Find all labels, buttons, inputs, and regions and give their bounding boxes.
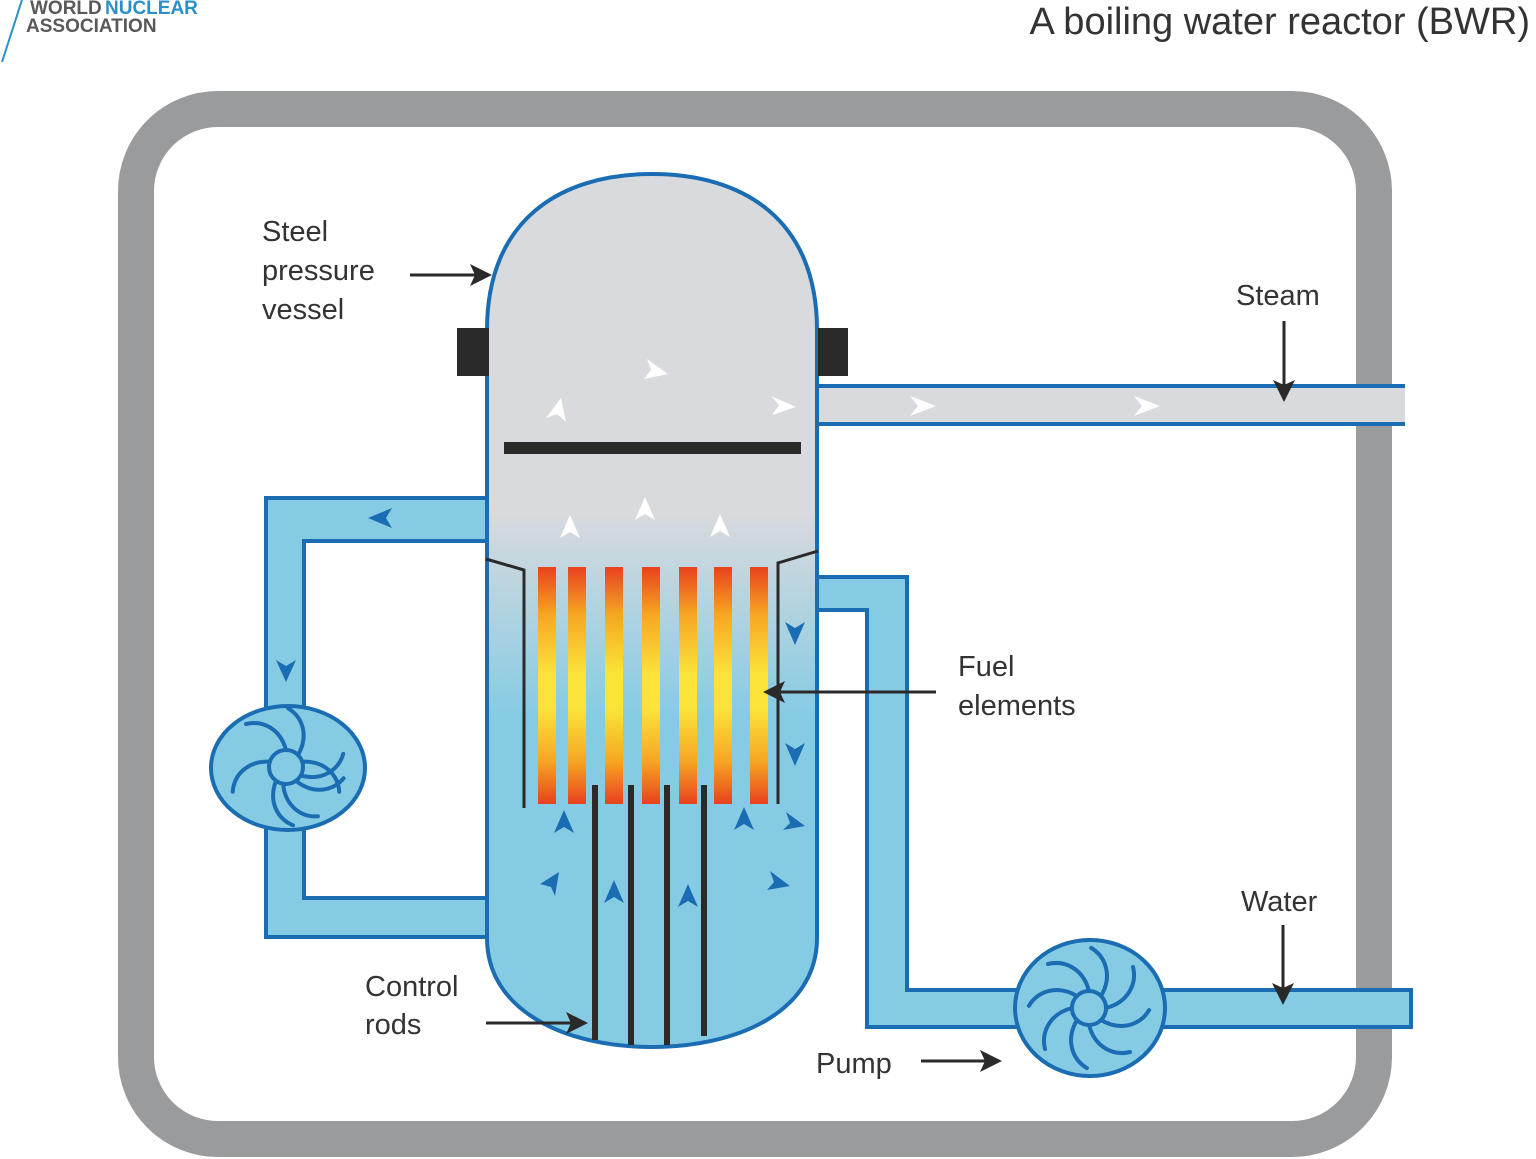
diagram-title: A boiling water reactor (BWR) [1030, 1, 1531, 43]
core-shroud-right [776, 549, 819, 804]
label-steam: Steam [1236, 280, 1320, 312]
pump-pointer-arrow [921, 1050, 1002, 1072]
feedwater-pump-impeller [1026, 945, 1152, 1071]
fuel-rod [642, 567, 660, 804]
vessel-flange-left [457, 328, 489, 376]
label-control-line1: Control [365, 971, 459, 1003]
water-flow-arrows [540, 622, 805, 907]
water-pointer-arrow [1272, 925, 1294, 1005]
vessel-pointer-arrow [410, 264, 492, 286]
label-pump: Pump [816, 1048, 892, 1080]
feedwater-line [808, 575, 1413, 1078]
label-vessel-line3: vessel [262, 294, 344, 326]
logo-word-nuclear: NUCLEAR [105, 0, 198, 19]
logo-word-world: WORLD [30, 0, 102, 19]
logo: WORLD NUCLEAR ASSOCIATION [1, 0, 198, 63]
fuel-rod [714, 567, 732, 804]
core-shroud-left [485, 557, 526, 808]
recirculation-pump-impeller [230, 706, 346, 828]
label-fuel-line1: Fuel [958, 651, 1014, 683]
containment-wall [118, 91, 1392, 1157]
feedwater-pipe [808, 575, 1413, 1029]
label-vessel-line1: Steel [262, 216, 328, 248]
label-control-line2: rods [365, 1009, 421, 1041]
label-pointers [410, 264, 1295, 1072]
steam-rise-arrows [546, 359, 796, 538]
control-rods [592, 785, 707, 1045]
label-vessel-line2: pressure [262, 255, 375, 287]
fuel-elements [538, 567, 768, 804]
steam-line [815, 384, 1405, 426]
fuel-rod [568, 567, 586, 804]
logo-slash [1, 0, 23, 63]
recirculation-loop [209, 496, 494, 939]
fuel-rod [750, 567, 768, 804]
vessel-flange-right [818, 328, 848, 376]
fuel-rod [538, 567, 556, 804]
fuel-rod [605, 567, 623, 804]
labels: Steel pressure vessel Steam Fuel element… [262, 216, 1320, 1080]
recirc-flow-arrow-left [368, 508, 392, 528]
steam-flow-arrow-2 [1134, 396, 1160, 416]
label-water: Water [1241, 886, 1318, 918]
steam-separator-plate [504, 442, 801, 454]
steam-flow-arrow-1 [910, 396, 936, 416]
steam-pointer-arrow [1273, 321, 1295, 402]
logo-word-association: ASSOCIATION [26, 16, 157, 37]
recirc-flow-arrow-down [276, 660, 296, 682]
control-rods-pointer-arrow [486, 1012, 588, 1034]
label-fuel-line2: elements [958, 690, 1076, 722]
steam-pipe [815, 386, 1405, 424]
fuel-pointer-arrow [763, 681, 936, 703]
pressure-vessel [457, 171, 848, 1050]
fuel-rod [679, 567, 697, 804]
